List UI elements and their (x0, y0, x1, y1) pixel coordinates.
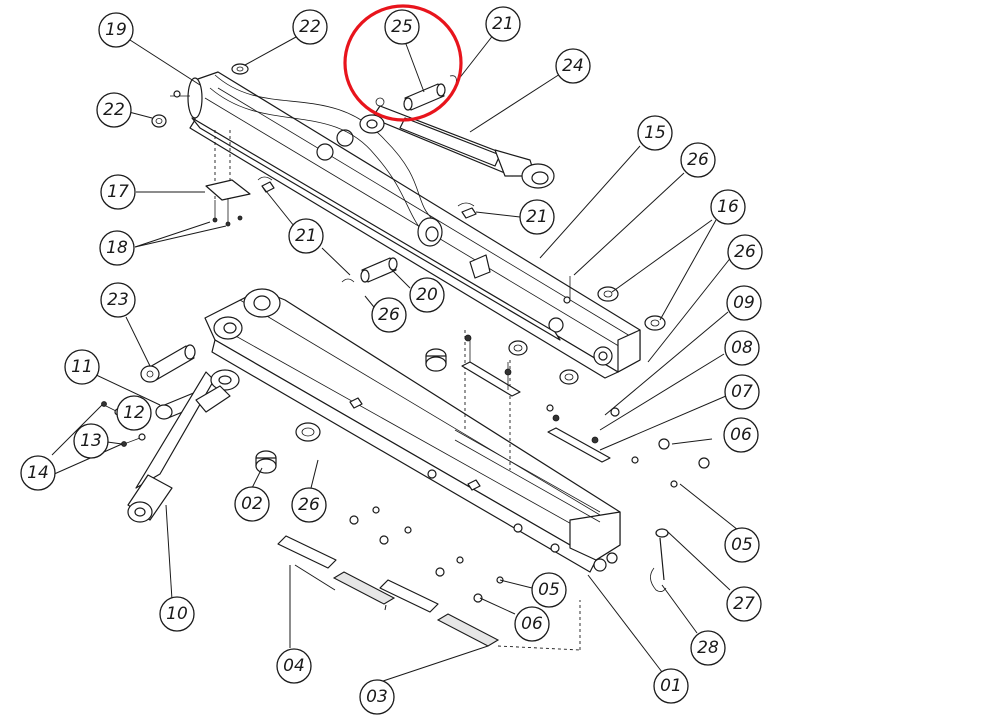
hydraulic-cylinder-10 (127, 369, 240, 523)
svg-text:26: 26 (734, 242, 756, 262)
svg-text:06: 06 (730, 425, 752, 445)
callout-21-mid[interactable]: 21 (288, 218, 324, 254)
svg-text:15: 15 (644, 123, 666, 143)
pin-20 (341, 257, 398, 283)
callout-05-right[interactable]: 05 (724, 527, 760, 563)
svg-text:22: 22 (299, 17, 321, 37)
pin-22-left (151, 114, 167, 128)
svg-text:02: 02 (241, 494, 263, 514)
callout-26-mid[interactable]: 26 (371, 297, 407, 333)
callout-22-left[interactable]: 22 (96, 92, 132, 128)
svg-text:26: 26 (687, 150, 709, 170)
svg-text:18: 18 (106, 238, 128, 258)
svg-text:13: 13 (80, 431, 102, 451)
svg-text:26: 26 (298, 495, 320, 515)
callout-18[interactable]: 18 (99, 230, 135, 266)
svg-text:10: 10 (166, 604, 188, 624)
svg-text:08: 08 (731, 338, 753, 358)
svg-text:03: 03 (366, 687, 388, 707)
pivot-end-19 (170, 77, 203, 119)
callout-23[interactable]: 23 (100, 282, 136, 318)
callout-12[interactable]: 12 (116, 395, 152, 431)
svg-text:20: 20 (416, 285, 438, 305)
callout-06-right[interactable]: 06 (723, 417, 759, 453)
callout-27[interactable]: 27 (726, 586, 762, 622)
callout-05-lower[interactable]: 05 (531, 572, 567, 608)
highlight-ellipse (343, 4, 463, 122)
svg-text:12: 12 (123, 403, 145, 423)
svg-text:21: 21 (295, 226, 317, 246)
callout-19[interactable]: 19 (98, 12, 134, 48)
screws-13-14 (101, 401, 146, 447)
svg-text:24: 24 (562, 56, 584, 76)
svg-text:07: 07 (731, 382, 753, 402)
svg-text:04: 04 (283, 656, 305, 676)
callout-11[interactable]: 11 (64, 349, 100, 385)
callout-04[interactable]: 04 (276, 648, 312, 684)
callout-26-lower[interactable]: 26 (291, 487, 327, 523)
callout-16[interactable]: 16 (710, 189, 746, 225)
callout-24[interactable]: 24 (555, 48, 591, 84)
callout-25[interactable]: 25 (384, 9, 420, 45)
callout-28[interactable]: 28 (690, 630, 726, 666)
callout-17[interactable]: 17 (100, 174, 136, 210)
callout-14[interactable]: 14 (20, 455, 56, 491)
callout-26-right[interactable]: 26 (727, 234, 763, 270)
callout-21-top[interactable]: 21 (485, 6, 521, 42)
svg-text:09: 09 (733, 293, 755, 313)
upper-boom-bracket (209, 74, 443, 247)
wear-pads-03 (332, 571, 500, 647)
pin-23 (140, 344, 196, 383)
callout-06-lower[interactable]: 06 (514, 606, 550, 642)
lower-boom-arm (204, 288, 621, 573)
leader-lines (51, 33, 739, 683)
svg-text:28: 28 (697, 638, 719, 658)
plates-08-07 (461, 340, 611, 463)
callout-09[interactable]: 09 (726, 285, 762, 321)
svg-text:22: 22 (103, 100, 125, 120)
clip-21-right (457, 202, 477, 219)
svg-text:05: 05 (731, 535, 753, 555)
svg-text:23: 23 (107, 290, 129, 310)
svg-text:21: 21 (526, 207, 548, 227)
callout-26-upper[interactable]: 26 (680, 142, 716, 178)
callout-20[interactable]: 20 (409, 277, 445, 313)
callout-21-right[interactable]: 21 (519, 199, 555, 235)
pin-27 (655, 528, 669, 581)
callout-10[interactable]: 10 (159, 596, 195, 632)
hardware-bolts-nuts (349, 334, 710, 603)
callout-01[interactable]: 01 (653, 668, 689, 704)
svg-text:26: 26 (378, 305, 400, 325)
callout-22-top[interactable]: 22 (292, 9, 328, 45)
upper-boom-arm (189, 71, 641, 379)
wear-pads-04 (277, 535, 439, 613)
callout-07[interactable]: 07 (724, 374, 760, 410)
svg-text:21: 21 (492, 14, 514, 34)
svg-text:27: 27 (733, 594, 755, 614)
svg-text:19: 19 (105, 20, 127, 40)
svg-text:17: 17 (107, 182, 129, 202)
pin-22-top (231, 63, 249, 75)
callout-03[interactable]: 03 (359, 679, 395, 715)
pad-17 (205, 130, 251, 227)
svg-text:25: 25 (391, 17, 413, 37)
pin-25 (375, 75, 457, 111)
svg-text:14: 14 (27, 463, 49, 483)
hydraulic-cylinder-24 (359, 105, 555, 189)
clip-28 (650, 567, 667, 592)
svg-text:05: 05 (538, 580, 560, 600)
svg-text:06: 06 (521, 614, 543, 634)
callout-08[interactable]: 08 (724, 330, 760, 366)
callout-02[interactable]: 02 (234, 486, 270, 522)
callout-13[interactable]: 13 (73, 423, 109, 459)
svg-text:16: 16 (717, 197, 739, 217)
svg-text:01: 01 (660, 676, 682, 696)
callout-15[interactable]: 15 (637, 115, 673, 151)
svg-text:11: 11 (71, 357, 93, 377)
clip-21-mid (257, 176, 275, 193)
